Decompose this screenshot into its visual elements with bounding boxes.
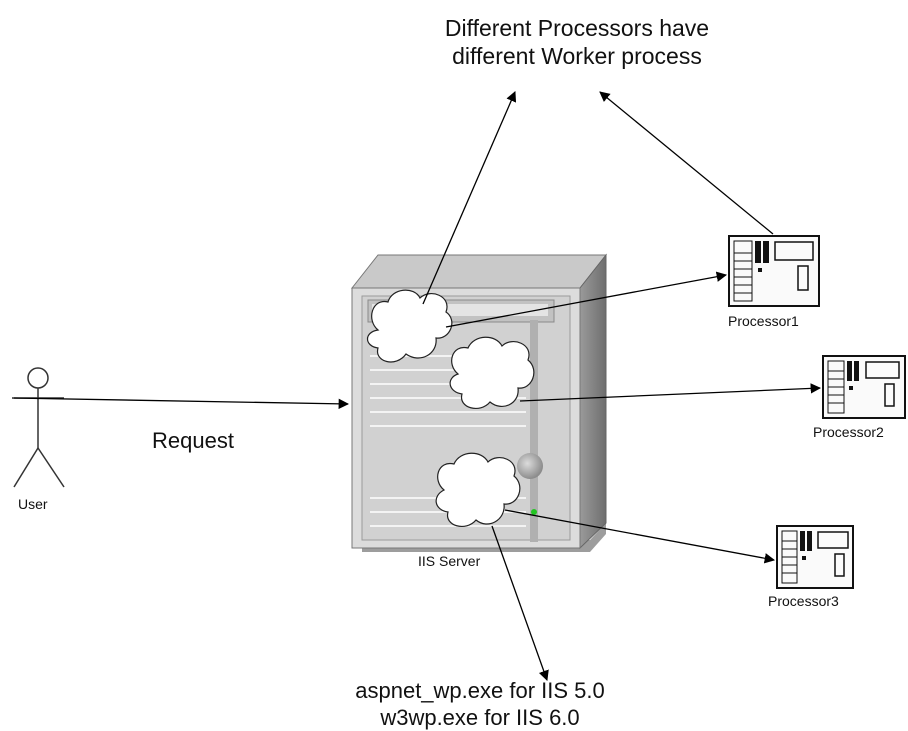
cloud3-to-processor3-arrow (504, 509, 776, 564)
processor-2-label: Processor2 (813, 424, 884, 440)
status-light (531, 509, 537, 515)
worker-process-cloud-1 (366, 289, 453, 363)
diagram-title: Different Processors have different Work… (382, 14, 772, 70)
worker-process-cloud-3 (435, 452, 521, 528)
title-line-1: Different Processors have (444, 15, 710, 41)
request-arrow (11, 397, 350, 410)
title-line-2: different Worker process (452, 43, 702, 69)
processor-3-icon (776, 525, 854, 589)
cloud2-to-processor2-arrow (519, 383, 822, 402)
processor-1-icon (728, 235, 820, 307)
user-stick-figure (13, 367, 65, 488)
worker-line-2: w3wp.exe for IIS 6.0 (380, 705, 580, 730)
cloud1-to-title-arrow (422, 91, 517, 305)
processor-2-icon (822, 355, 906, 419)
cloud3-to-worker-arrow (491, 525, 549, 681)
connector-lines (11, 91, 822, 681)
user-label: User (18, 496, 48, 512)
cloud1-to-processor1-arrow (445, 271, 728, 328)
worker-process-label: aspnet_wp.exe for IIS 5.0 w3wp.exe for I… (300, 677, 660, 731)
worker-process-cloud-2 (449, 336, 535, 410)
processor-3-label: Processor3 (768, 593, 839, 609)
server-label: IIS Server (418, 553, 481, 569)
processor-1-label: Processor1 (728, 313, 799, 329)
request-label: Request (152, 428, 234, 453)
processor1-to-title-arrow (599, 91, 774, 235)
worker-line-1: aspnet_wp.exe for IIS 5.0 (355, 678, 605, 703)
power-knob (517, 453, 543, 479)
